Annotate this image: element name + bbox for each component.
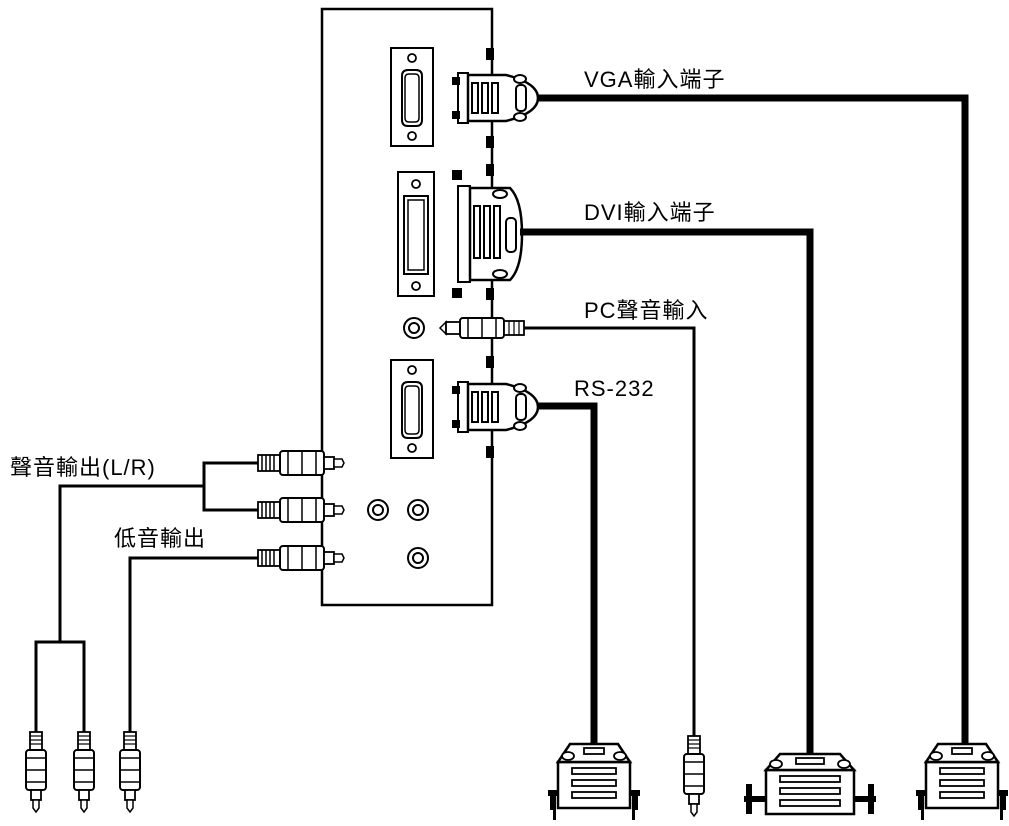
vga-panel-port — [390, 47, 434, 147]
label-dvi-input: DVI輸入端子 — [584, 200, 716, 225]
bass-out-jack — [407, 547, 429, 569]
dvi-panel-port — [397, 171, 435, 297]
dvi-post-top — [486, 164, 494, 176]
rs232-end-connector — [546, 742, 642, 822]
vga-post-bottom — [486, 136, 494, 148]
bass-out-cable — [128, 556, 258, 732]
audio-out-jack-1 — [367, 499, 389, 521]
vga-end-connector — [914, 742, 1009, 822]
audio-out-split — [34, 640, 86, 732]
rs232-cable — [538, 402, 598, 760]
audio-out-jack-2 — [407, 499, 429, 521]
rs232-post-bottom — [486, 446, 494, 458]
cables — [34, 94, 969, 770]
rs232-panel-port — [390, 359, 434, 459]
vga-cable — [538, 94, 969, 760]
audio-l-end-plug — [25, 731, 47, 813]
label-bass-output: 低音輸出 — [114, 526, 206, 551]
dvi-plug — [452, 170, 524, 298]
audio-out-cable-branch — [202, 461, 258, 512]
dvi-end-connector — [744, 752, 876, 816]
pc-audio-cable — [524, 326, 696, 736]
dvi-post-bottom — [486, 288, 494, 300]
dvi-cable — [520, 228, 814, 770]
audio-out-cable — [58, 484, 204, 642]
label-audio-output-lr: 聲音輸出(L/R) — [10, 455, 156, 480]
vga-post-top — [486, 48, 494, 60]
label-vga-input: VGA輸入端子 — [584, 67, 725, 92]
rs232-post-top — [486, 356, 494, 368]
pc-audio-plug — [438, 317, 525, 339]
pc-audio-jack — [403, 317, 425, 339]
label-pc-audio-input: PC聲音輸入 — [584, 298, 709, 323]
vga-plug — [450, 71, 540, 125]
label-rs232: RS-232 — [574, 376, 655, 401]
rs232-plug — [450, 380, 540, 434]
audio-r-end-plug — [73, 731, 95, 813]
bass-end-plug — [119, 731, 141, 813]
pc-audio-end-plug — [683, 735, 705, 817]
